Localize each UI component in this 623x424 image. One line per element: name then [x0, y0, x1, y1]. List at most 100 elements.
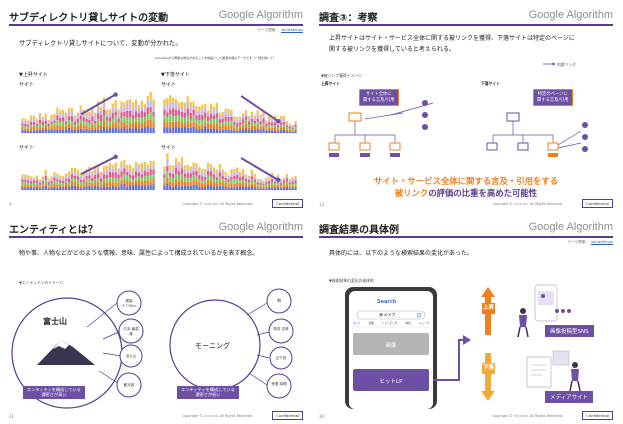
chart-bar-segment: [120, 112, 123, 118]
chart-bar-segment: [91, 106, 94, 113]
chart-bar-segment: [129, 164, 132, 170]
chart-bar-segment: [21, 125, 24, 128]
chart-bar-segment: [285, 131, 288, 133]
chart-bar-segment: [117, 129, 120, 133]
chart-bar-segment: [233, 119, 236, 123]
chart-down-label: ▼下落サイト: [161, 72, 190, 78]
chart-bar-segment: [79, 110, 82, 116]
chart-bar-segment: [279, 183, 283, 186]
chart-bar-segment: [21, 127, 24, 130]
chart-bar-segment: [259, 114, 262, 119]
chart-bar-segment: [27, 124, 30, 127]
chart-bar-segment: [247, 118, 251, 122]
chart-bar-segment: [250, 176, 254, 180]
chart-bar-segment: [64, 182, 68, 187]
chart-bar-segment: [262, 122, 265, 126]
chart-bar-segment: [221, 171, 224, 176]
theme-link[interactable]: Vanisettings: [281, 28, 303, 32]
chart-bar-segment: [32, 178, 36, 181]
chart-bar-segment: [41, 183, 45, 186]
chart-bar-segment: [224, 177, 227, 181]
chart-bar-segment: [265, 188, 268, 190]
chart-bar-segment: [41, 129, 45, 133]
chart-bar-segment: [294, 129, 297, 132]
chart-bar-segment: [273, 183, 277, 186]
tab-shopping[interactable]: ショッピング: [381, 322, 398, 325]
theme-link[interactable]: Vanisettings: [591, 240, 613, 244]
chart-bar-segment: [180, 186, 184, 190]
chart-bar-segment: [146, 107, 149, 115]
tab-videos[interactable]: 動画: [405, 322, 411, 325]
chart-bar-segment: [224, 111, 227, 117]
chart-bar-segment: [44, 185, 47, 190]
chart-bar-segment: [189, 185, 192, 190]
chart-bar-segment: [204, 112, 207, 118]
chart-bar-segment: [24, 118, 27, 122]
chart-bar-segment: [108, 177, 112, 182]
chart-bar-segment: [146, 172, 149, 176]
chart-bar-segment: [56, 107, 59, 113]
chart-bar-segment: [140, 181, 144, 186]
chart-bar-segment: [152, 115, 155, 123]
chart-bar-segment: [265, 130, 268, 133]
chart-bar-segment: [152, 99, 155, 105]
chart-bar-segment: [192, 115, 195, 122]
chart-bar-segment: [172, 121, 175, 128]
chart-bar-segment: [137, 128, 141, 133]
chart-bar-segment: [91, 171, 94, 175]
chart-bar-segment: [241, 119, 245, 124]
chart-bar-segment: [215, 173, 219, 178]
chart-bar-segment: [56, 115, 59, 121]
confidential-badge: Confidential: [582, 199, 613, 208]
chart-bar-segment: [239, 116, 242, 120]
diagram-label: ▼検索結果の変化の具体例: [329, 278, 374, 283]
copyright: Copyright © ××× Inc. All Rights Reserved…: [182, 414, 253, 418]
chart-bar-segment: [30, 130, 33, 133]
chart-bar-segment: [120, 166, 123, 172]
chart-bar-segment: [180, 173, 184, 181]
chart-bar-segment: [129, 180, 132, 185]
chart-bar-segment: [174, 116, 178, 122]
chart-bar-segment: [137, 179, 141, 186]
tab-all[interactable]: すべて: [353, 322, 361, 325]
lead-text: サブディレクトリ貸しサイトについて、変動が分かれた。: [19, 40, 182, 47]
trend-arrow-head: [113, 154, 118, 159]
chart-bar-segment: [88, 119, 91, 124]
chart-bar-segment: [59, 186, 62, 190]
chart-bar-segment: [76, 176, 79, 180]
chart-bar-segment: [183, 177, 187, 182]
chart-bar-segment: [149, 184, 152, 190]
chart-bar-segment: [123, 168, 126, 175]
result-image[interactable]: 画像: [385, 343, 397, 349]
chart-bar-segment: [56, 187, 59, 190]
chart-bar-segment: [172, 182, 175, 188]
chart-bar-segment: [209, 114, 213, 120]
chart-bar-segment: [32, 130, 36, 133]
chart-bar-segment: [99, 114, 103, 122]
chart-bar-segment: [259, 124, 262, 127]
tab-news[interactable]: ニュース: [418, 322, 429, 325]
result-lp[interactable]: ヒットLP: [379, 379, 403, 385]
chart-bar-segment: [24, 126, 27, 129]
chart-bar-segment: [215, 186, 219, 190]
chart-bar-segment: [140, 106, 144, 111]
chart-bar-segment: [241, 129, 245, 133]
chart-bar-segment: [174, 103, 178, 110]
chart-bar-segment: [38, 181, 42, 183]
chart-bar-segment: [282, 118, 286, 122]
chart-bar-segment: [137, 109, 141, 114]
chart-bar-segment: [215, 113, 219, 118]
chart-bar-segment: [99, 129, 103, 133]
chart-bar-segment: [244, 113, 248, 117]
chart-bar-segment: [174, 179, 178, 185]
chart-bar-segment: [230, 109, 233, 113]
tab-images[interactable]: 画像: [368, 322, 374, 325]
chart-bar-segment: [62, 117, 65, 122]
diagram-label: ▼エンティティのイメージ: [19, 280, 64, 285]
chart-bar-segment: [88, 111, 91, 117]
chart-bar-segment: [294, 121, 297, 124]
chart-bar-segment: [131, 118, 135, 123]
chart-bar-segment: [268, 180, 271, 184]
pill-line: 関する言及/引用: [363, 97, 395, 103]
chart-bar-segment: [53, 186, 56, 190]
